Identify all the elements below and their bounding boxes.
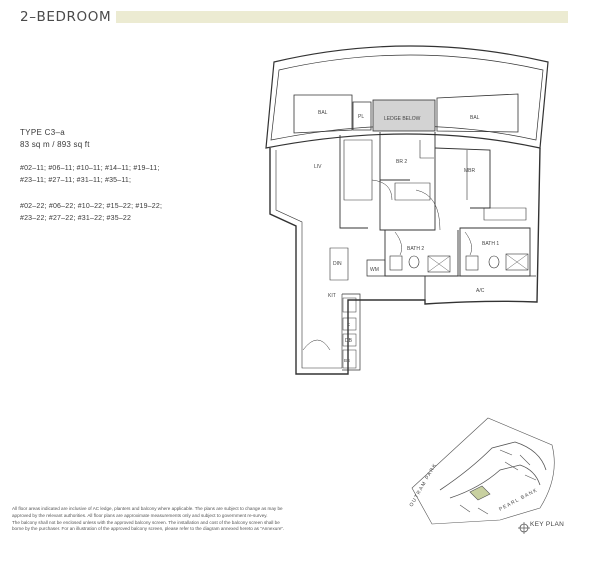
room-label-db: DB [345, 338, 353, 344]
header-bar [116, 11, 568, 23]
unit-numbers-line: #23–11; #27–11; #31–11; #35–11; [20, 177, 132, 184]
unit-numbers-line: #23–22; #27–22; #31–22; #35–22 [20, 215, 132, 222]
unit-numbers-line: #02–22; #06–22; #10–22; #15–22; #19–22; [20, 203, 163, 210]
room-label-bs: BS [344, 358, 350, 363]
room-label-bal-right: BAL [470, 115, 480, 121]
unit-area: 83 sq m / 893 sq ft [20, 140, 90, 149]
ledge-below-area [372, 99, 436, 132]
disclaimer: All floor areas indicated are inclusive … [12, 506, 372, 533]
room-label-f: F [347, 323, 350, 329]
unit-numbers-group-1: #02–11; #06–11; #10–11; #14–11; #19–11; … [20, 163, 160, 187]
unit-numbers-group-2: #02–22; #06–22; #10–22; #15–22; #19–22; … [20, 201, 162, 225]
room-label-bath2: BATH 2 [407, 246, 424, 252]
disclaimer-line: All floor areas indicated are inclusive … [12, 506, 283, 511]
room-label-liv: LIV [314, 164, 322, 170]
disclaimer-line: The balcony shall not be enclosed unless… [12, 519, 280, 525]
key-plan-road-right: PEARL BANK [498, 487, 539, 513]
page-title: 2–BEDROOM [20, 9, 112, 25]
room-label-wm: WM [370, 267, 379, 273]
key-plan-diagram [411, 417, 555, 534]
unit-numbers-line: #02–11; #06–11; #10–11; #14–11; #19–11; [20, 165, 160, 172]
disclaimer-line: approved by the relevant authorities. Al… [12, 512, 268, 518]
disclaimer-line: borne by the purchaser. For an illustrat… [12, 526, 285, 532]
room-label-kit: KIT [328, 293, 336, 299]
unit-type: TYPE C3–a [20, 128, 65, 137]
room-label-mbr: MBR [464, 168, 476, 174]
room-label-ac: A/C [476, 288, 485, 294]
room-label-br2: BR 2 [396, 159, 407, 165]
room-label-din: DIN [333, 261, 342, 267]
room-label-bal-left: BAL [318, 110, 328, 116]
room-label-bath1: BATH 1 [482, 241, 499, 247]
room-label-ledge: LEDGE BELOW [384, 116, 421, 122]
key-plan-road-left: OUTRAM PARK [409, 462, 439, 508]
key-plan-label: KEY PLAN [530, 521, 565, 528]
room-label-pl: PL [358, 114, 364, 120]
